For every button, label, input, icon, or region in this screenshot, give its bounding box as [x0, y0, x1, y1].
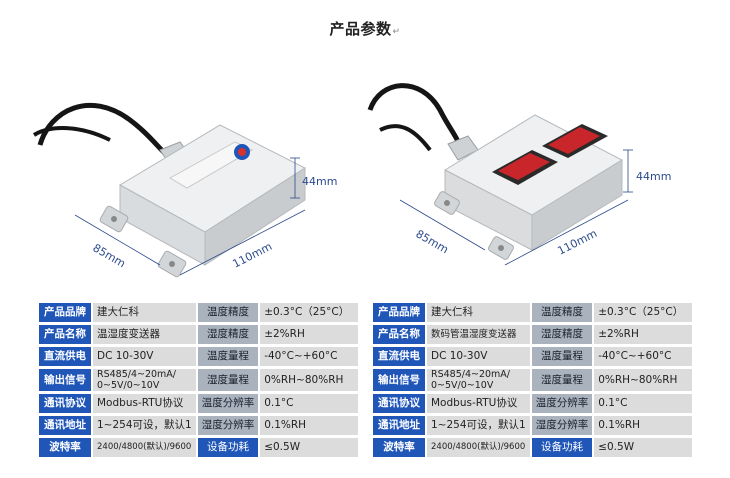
spec-key: 直流供电 — [39, 347, 91, 366]
table-row: 通讯协议 Modbus-RTU协议 温度分辨率 0.1°C — [39, 394, 359, 413]
table-row: 波特率 2400/4800(默认)/9600 设备功耗 ≤0.5W — [39, 438, 359, 457]
spec-key: 温度精度 — [197, 303, 259, 322]
spec-value: 0.1°C — [594, 394, 693, 413]
table-row: 波特率 2400/4800(默认)/9600 设备功耗 ≤0.5W — [373, 438, 693, 457]
spec-value: Modbus-RTU协议 — [93, 394, 196, 413]
spec-key: 直流供电 — [373, 347, 425, 366]
height-dimension-label: 44mm — [302, 175, 337, 188]
spec-table-led-transmitter: 产品品牌 建大仁科 温度精度 ±0.3°C（25°C） 产品名称 数码管温湿度变… — [371, 300, 694, 460]
spec-value: 0%RH~80%RH — [594, 369, 693, 391]
table-row: 产品品牌 建大仁科 温度精度 ±0.3°C（25°C） — [373, 303, 693, 322]
spec-key: 温度量程 — [197, 347, 259, 366]
spec-key: 输出信号 — [373, 369, 425, 391]
spec-key: 产品名称 — [39, 325, 91, 344]
spec-value: 2400/4800(默认)/9600 — [427, 438, 530, 457]
spec-key: 温度精度 — [531, 303, 593, 322]
spec-value: 0.1%RH — [594, 416, 693, 435]
spec-key: 产品品牌 — [373, 303, 425, 322]
table-row: 通讯地址 1~254可设，默认1 湿度分辨率 0.1%RH — [373, 416, 693, 435]
spec-table-body: 产品品牌 建大仁科 温度精度 ±0.3°C（25°C） 产品名称 温湿度变送器 … — [39, 303, 359, 457]
spec-value: ≤0.5W — [260, 438, 359, 457]
spec-key: 输出信号 — [39, 369, 91, 391]
spec-value: DC 10-30V — [427, 347, 530, 366]
spec-key: 温度量程 — [531, 347, 593, 366]
spec-value: RS485/4~20mA/ 0~5V/0~10V — [93, 369, 196, 391]
depth-dimension-label: 85mm — [91, 241, 128, 270]
table-row: 输出信号 RS485/4~20mA/ 0~5V/0~10V 湿度量程 0%RH~… — [39, 369, 359, 391]
spec-value: 数码管温湿度变送器 — [427, 325, 530, 344]
spec-value: Modbus-RTU协议 — [427, 394, 530, 413]
spec-key: 温度分辨率 — [197, 394, 259, 413]
spec-value: ±0.3°C（25°C） — [594, 303, 693, 322]
spec-key: 湿度分辨率 — [531, 416, 593, 435]
spec-value: ±2%RH — [594, 325, 693, 344]
return-mark-icon: ↵ — [392, 27, 401, 37]
spec-table-transmitter: 产品品牌 建大仁科 温度精度 ±0.3°C（25°C） 产品名称 温湿度变送器 … — [37, 300, 360, 460]
table-row: 产品名称 温湿度变送器 湿度精度 ±2%RH — [39, 325, 359, 344]
spec-table-body: 产品品牌 建大仁科 温度精度 ±0.3°C（25°C） 产品名称 数码管温湿度变… — [373, 303, 693, 457]
spec-key: 波特率 — [373, 438, 425, 457]
spec-key: 湿度精度 — [531, 325, 593, 344]
spec-value: 1~254可设，默认1 — [427, 416, 530, 435]
table-row: 输出信号 RS485/4~20mA/ 0~5V/0~10V 湿度量程 0%RH~… — [373, 369, 693, 391]
spec-key: 通讯协议 — [39, 394, 91, 413]
spec-key: 设备功耗 — [197, 438, 259, 457]
table-row: 产品名称 数码管温湿度变送器 湿度精度 ±2%RH — [373, 325, 693, 344]
spec-value: 0%RH~80%RH — [260, 369, 359, 391]
page-title-text: 产品参数 — [329, 20, 392, 38]
spec-value: 2400/4800(默认)/9600 — [93, 438, 196, 457]
spec-key: 温度分辨率 — [531, 394, 593, 413]
page-title: 产品参数↵ — [0, 18, 730, 39]
spec-key: 通讯地址 — [373, 416, 425, 435]
spec-value: 建大仁科 — [427, 303, 530, 322]
spec-value: 0.1°C — [260, 394, 359, 413]
product-image-led-transmitter: 44mm 110mm 85mm — [360, 50, 690, 290]
table-row: 通讯协议 Modbus-RTU协议 温度分辨率 0.1°C — [373, 394, 693, 413]
spec-value: 温湿度变送器 — [93, 325, 196, 344]
spec-value: DC 10-30V — [93, 347, 196, 366]
spec-value: 0.1%RH — [260, 416, 359, 435]
table-row: 直流供电 DC 10-30V 温度量程 -40°C~+60°C — [373, 347, 693, 366]
spec-value: 建大仁科 — [93, 303, 196, 322]
spec-value: 1~254可设，默认1 — [93, 416, 196, 435]
spec-key: 产品名称 — [373, 325, 425, 344]
spec-key: 波特率 — [39, 438, 91, 457]
spec-value: ±0.3°C（25°C） — [260, 303, 359, 322]
table-row: 直流供电 DC 10-30V 温度量程 -40°C~+60°C — [39, 347, 359, 366]
spec-value: -40°C~+60°C — [260, 347, 359, 366]
table-row: 通讯地址 1~254可设，默认1 湿度分辨率 0.1%RH — [39, 416, 359, 435]
product-image-transmitter: 44mm 110mm 85mm — [20, 50, 350, 290]
spec-key: 通讯协议 — [373, 394, 425, 413]
spec-value: -40°C~+60°C — [594, 347, 693, 366]
spec-key: 通讯地址 — [39, 416, 91, 435]
spec-key: 湿度精度 — [197, 325, 259, 344]
table-row: 产品品牌 建大仁科 温度精度 ±0.3°C（25°C） — [39, 303, 359, 322]
spec-value: ≤0.5W — [594, 438, 693, 457]
spec-key: 湿度量程 — [197, 369, 259, 391]
spec-value: RS485/4~20mA/ 0~5V/0~10V — [427, 369, 530, 391]
depth-dimension-label: 85mm — [414, 227, 451, 256]
transmitter-illustration: 44mm 110mm 85mm — [32, 102, 337, 278]
spec-key: 产品品牌 — [39, 303, 91, 322]
spec-value: ±2%RH — [260, 325, 359, 344]
spec-key: 湿度量程 — [531, 369, 593, 391]
height-dimension-label: 44mm — [636, 170, 671, 183]
spec-key: 设备功耗 — [531, 438, 593, 457]
led-transmitter-illustration: 44mm 110mm 85mm — [367, 83, 671, 266]
spec-key: 湿度分辨率 — [197, 416, 259, 435]
